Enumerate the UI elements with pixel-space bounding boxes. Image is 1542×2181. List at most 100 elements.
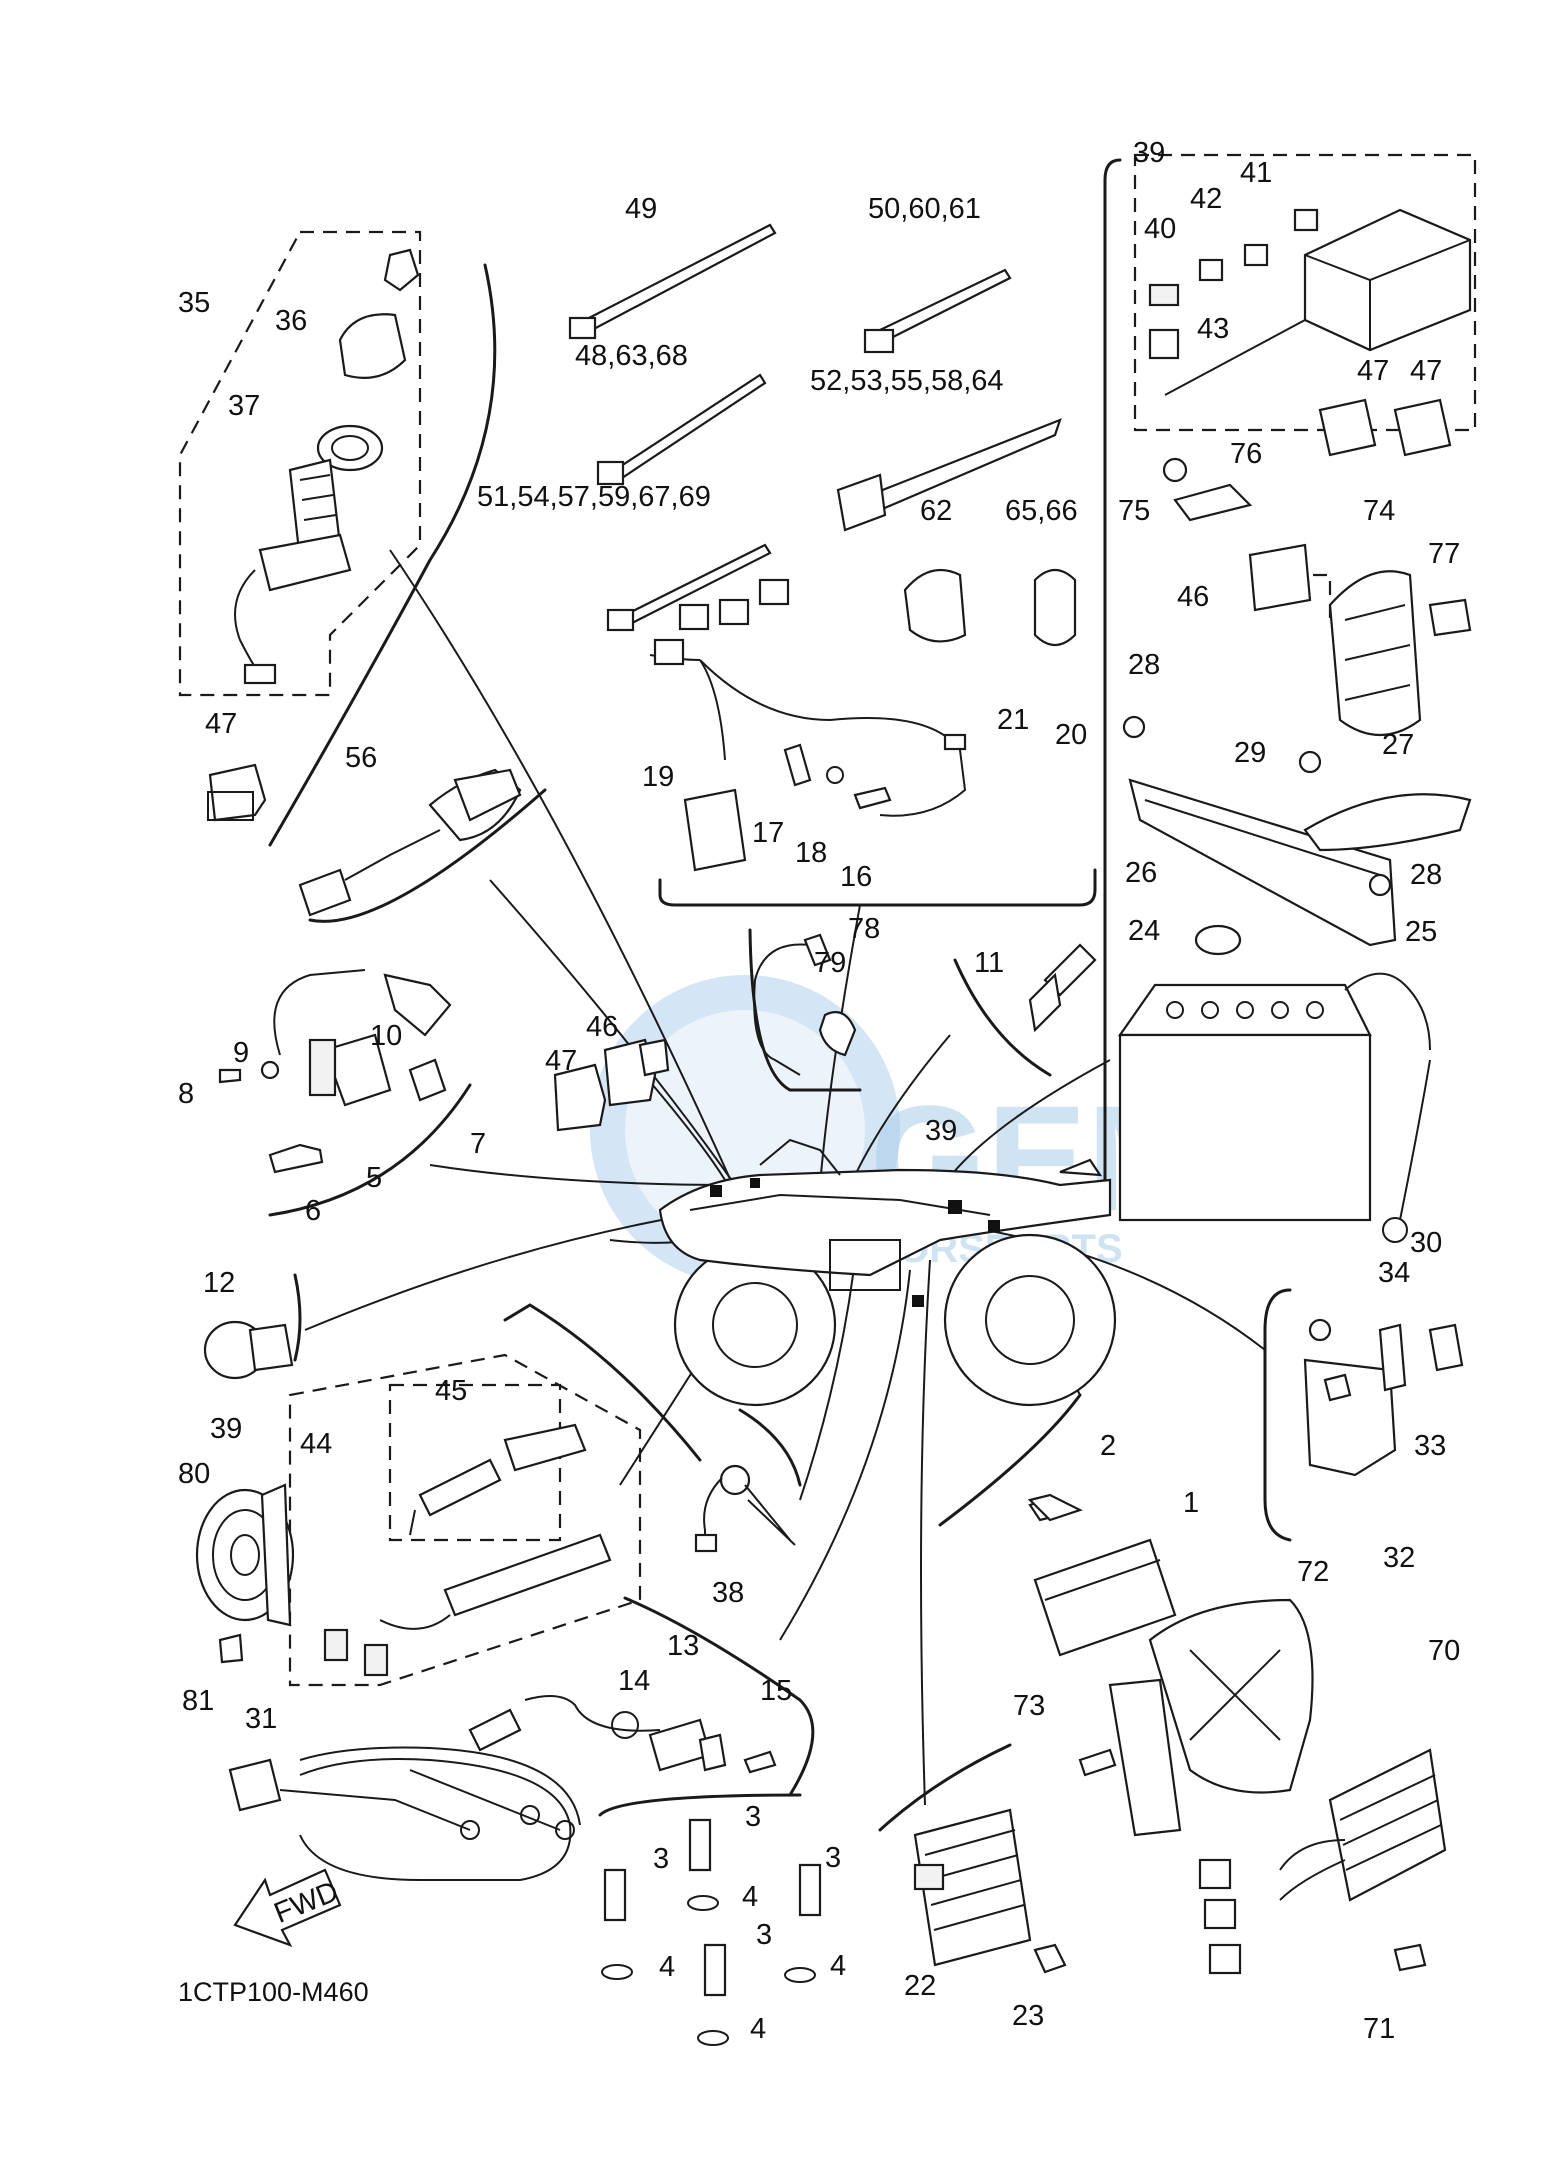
bulb-78-79: [753, 933, 857, 1076]
callout-c47d: 47: [1410, 355, 1442, 387]
fuse-box-39: [1148, 208, 1472, 396]
callout-c74: 74: [1363, 495, 1395, 527]
callout-c4b: 4: [659, 1951, 675, 1983]
callout-c17: 17: [752, 817, 784, 849]
callout-c27: 27: [1382, 729, 1414, 761]
bracket-27: [1303, 793, 1472, 852]
screw-2: [1027, 1493, 1083, 1522]
callout-c28a: 28: [1128, 649, 1160, 681]
callout-c39b: 39: [210, 1413, 242, 1445]
callout-c46b: 46: [1177, 581, 1209, 613]
key-icon: [383, 248, 420, 292]
callout-c10: 10: [370, 1020, 402, 1052]
bolt-set-3-4: [601, 1818, 822, 2046]
speed-sensor-13: [468, 1695, 777, 1774]
part-38-switch: [694, 1464, 796, 1553]
wire-harness-31: [228, 1746, 581, 1881]
battery-cover-26: [1194, 924, 1242, 956]
callout-c56: 56: [345, 742, 377, 774]
callout-c71: 71: [1363, 2013, 1395, 2045]
sensor-11: [1028, 943, 1097, 1033]
callout-c21: 21: [997, 704, 1029, 736]
starter-relay-32: [1303, 1318, 1464, 1477]
callout-c8: 8: [178, 1078, 194, 1110]
part-56-sensor: [298, 768, 522, 917]
callout-c39c: 39: [925, 1115, 957, 1147]
callout-c18: 18: [795, 837, 827, 869]
callout-c45: 45: [435, 1375, 467, 1407]
wire-harness-44: [323, 1423, 612, 1677]
callout-c30: 30: [1410, 1227, 1442, 1259]
callout-c80: 80: [178, 1458, 210, 1490]
callout-c52g: 52,53,55,58,64: [810, 365, 1004, 397]
callout-c7: 7: [470, 1128, 486, 1160]
callout-c77: 77: [1428, 538, 1460, 570]
callout-c16: 16: [840, 861, 872, 893]
callout-c19: 19: [642, 761, 674, 793]
callout-c2: 2: [1100, 1430, 1116, 1462]
callout-c33: 33: [1414, 1430, 1446, 1462]
callout-c43: 43: [1197, 313, 1229, 345]
callout-c3a: 3: [745, 1801, 761, 1833]
callout-c42: 42: [1190, 183, 1222, 215]
battery-24: [1117, 972, 1431, 1243]
diagram-code: 1CTP100-M460: [178, 1977, 369, 2007]
callout-c5: 5: [366, 1162, 382, 1194]
callout-c50g: 50,60,61: [868, 193, 981, 225]
callout-c3d: 3: [756, 1919, 772, 1951]
main-switch-assembly: [234, 248, 420, 685]
callout-c46a: 46: [586, 1011, 618, 1043]
rectifier-22: [913, 1808, 1067, 1974]
callout-c75: 75: [1118, 495, 1150, 527]
regulator-70: [1198, 1748, 1447, 1975]
relay-46-center: [603, 1038, 670, 1107]
callout-c25: 25: [1405, 916, 1437, 948]
callout-c62: 62: [920, 495, 952, 527]
callout-c13: 13: [667, 1630, 699, 1662]
callout-c40: 40: [1144, 213, 1176, 245]
horn-80: [195, 1483, 295, 1664]
callout-c3b: 3: [653, 1843, 669, 1875]
callout-c78: 78: [848, 913, 880, 945]
callout-c1: 1: [1183, 1487, 1199, 1519]
callout-c72: 72: [1297, 1556, 1329, 1588]
callout-c51g: 51,54,57,59,67,69: [477, 481, 711, 513]
bracket-72: [1108, 1598, 1314, 1837]
callout-c39a: 39: [1133, 137, 1165, 169]
relay-47-left: [207, 763, 267, 822]
group-brackets: [268, 158, 1292, 1832]
wire-harness-20: [649, 578, 967, 872]
callout-c38: 38: [712, 1577, 744, 1609]
callout-c76: 76: [1230, 438, 1262, 470]
callout-c79: 79: [814, 947, 846, 979]
callout-c41: 41: [1240, 157, 1272, 189]
callout-c9: 9: [233, 1037, 249, 1069]
callout-c15: 15: [760, 1675, 792, 1707]
relay-47-center: [553, 1063, 607, 1132]
callout-c14: 14: [618, 1665, 650, 1697]
callout-c81: 81: [182, 1685, 214, 1717]
fwd-arrow-icon: FWD: [233, 1868, 343, 1948]
callout-c34: 34: [1378, 1257, 1410, 1289]
callout-c22: 22: [904, 1970, 936, 2002]
callout-c70: 70: [1428, 1635, 1460, 1667]
relays-47-right: [1318, 398, 1452, 457]
callout-c32: 32: [1383, 1542, 1415, 1574]
callout-c26: 26: [1125, 857, 1157, 889]
relay-46-right: [1248, 543, 1312, 612]
callout-c47c: 47: [1357, 355, 1389, 387]
part-12-sensor: [203, 1320, 294, 1380]
bracket-76: [1173, 483, 1253, 522]
atv-vehicle-illustration: [658, 1138, 1117, 1407]
ignition-coil-assembly: [218, 969, 452, 1174]
callout-c31: 31: [245, 1703, 277, 1735]
callout-c47a: 47: [205, 708, 237, 740]
callout-c29: 29: [1234, 737, 1266, 769]
callout-c36: 36: [275, 305, 307, 337]
callout-c4c: 4: [830, 1950, 846, 1982]
callout-c12: 12: [203, 1267, 235, 1299]
callout-c6: 6: [305, 1195, 321, 1227]
bolt-73: [1078, 1748, 1117, 1777]
cdi-unit-1: [1028, 1498, 1177, 1657]
connector-77: [1428, 598, 1472, 637]
